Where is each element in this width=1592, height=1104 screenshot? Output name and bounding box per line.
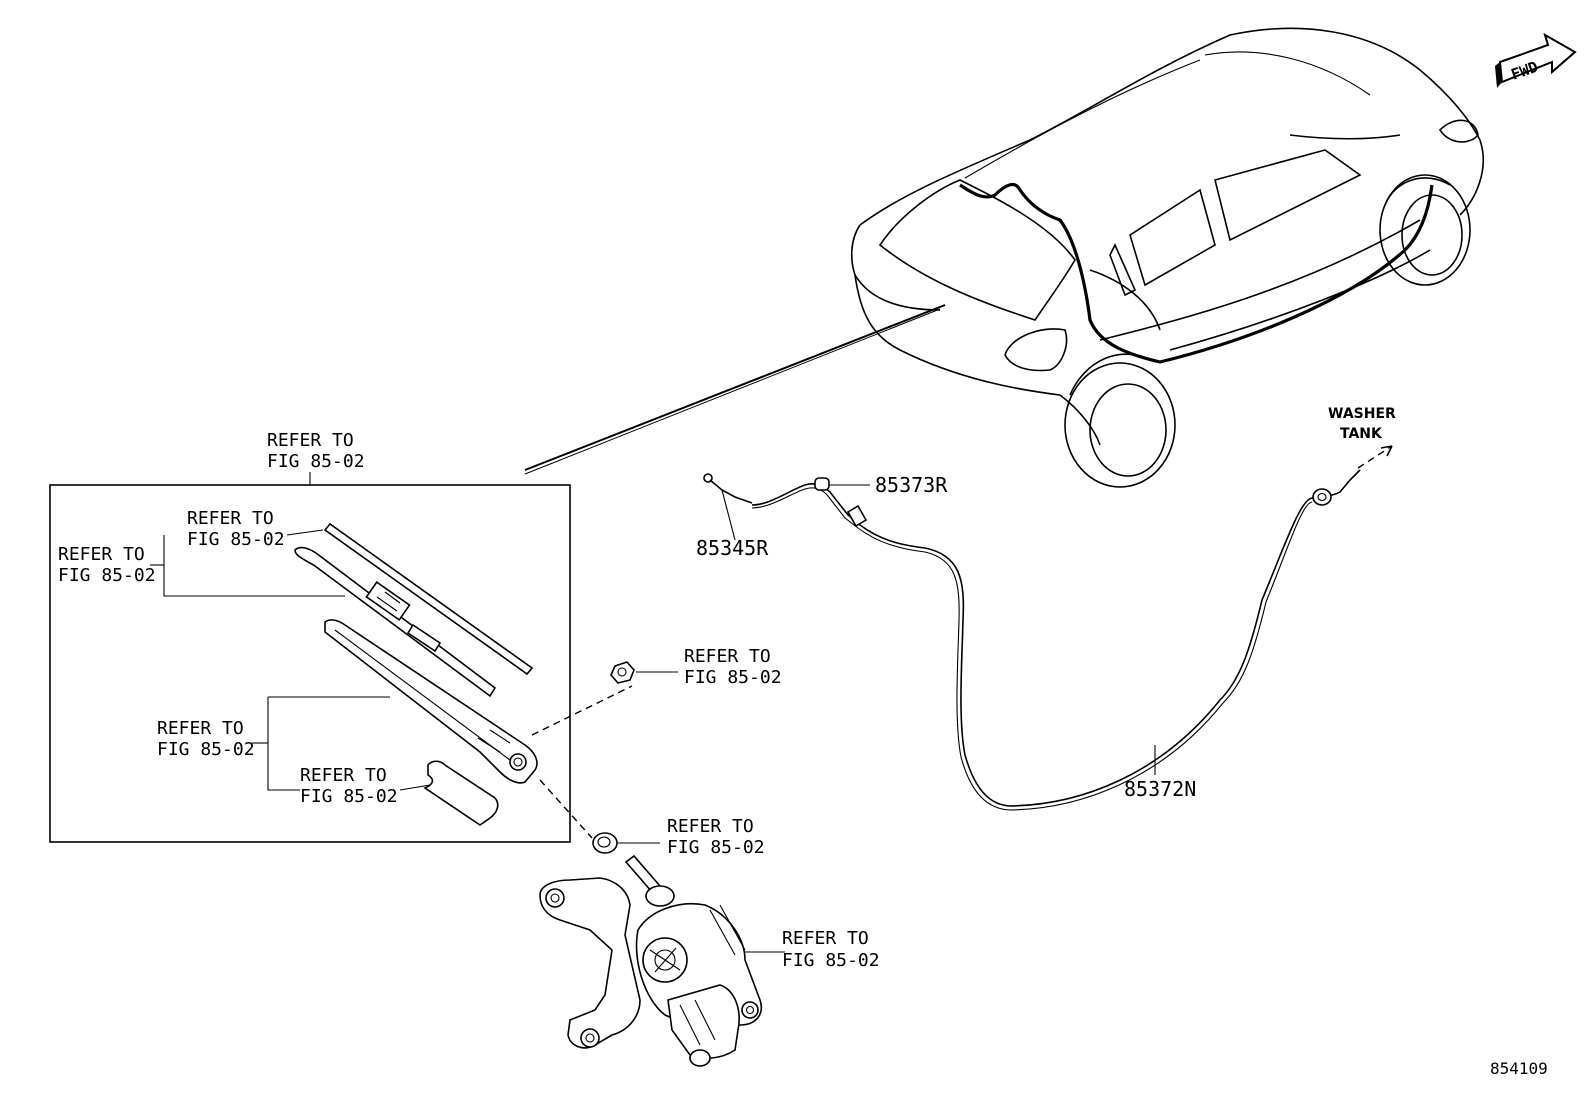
washer-tank-label-1: WASHER	[1328, 406, 1396, 422]
refer-label-8a: REFER TO	[782, 928, 869, 949]
rear-wiper-motor	[539, 854, 762, 1067]
fwd-arrow-icon: FWD	[1495, 32, 1577, 88]
refer-label-1a: REFER TO	[267, 430, 354, 451]
wiper-blade	[294, 522, 534, 698]
hose-joint	[846, 504, 868, 528]
refer-label-7b: FIG 85-02	[667, 837, 765, 858]
diagram-id: 854109	[1490, 1059, 1548, 1078]
refer-label-3a: REFER TO	[58, 544, 145, 565]
refer-label-5b: FIG 85-02	[300, 786, 398, 807]
refer-label-7a: REFER TO	[667, 816, 754, 837]
refer-label-2a: REFER TO	[187, 508, 274, 529]
rear-washer-nozzle	[703, 473, 753, 541]
wiper-arm-cover	[423, 760, 499, 826]
refer-label-2b: FIG 85-02	[187, 529, 285, 550]
refer-label-4b: FIG 85-02	[157, 739, 255, 760]
refer-label-8b: FIG 85-02	[782, 950, 880, 971]
part-number-85345R: 85345R	[696, 536, 769, 560]
part-number-85373R: 85373R	[875, 473, 948, 497]
wiper-arm	[324, 619, 538, 784]
refer-label-6b: FIG 85-02	[684, 667, 782, 688]
refer-label-1b: FIG 85-02	[267, 451, 365, 472]
part-number-85372N: 85372N	[1124, 777, 1196, 801]
refer-label-5a: REFER TO	[300, 765, 387, 786]
cap-icon	[592, 832, 618, 854]
hose-clip	[814, 477, 830, 491]
washer-tank-label-2: TANK	[1340, 426, 1383, 442]
grommet-icon	[1312, 488, 1332, 506]
nut-icon	[610, 661, 635, 684]
refer-label-6a: REFER TO	[684, 646, 771, 667]
refer-label-4a: REFER TO	[157, 718, 244, 739]
vehicle-illustration	[524, 27, 1484, 488]
refer-label-3b: FIG 85-02	[58, 565, 156, 586]
